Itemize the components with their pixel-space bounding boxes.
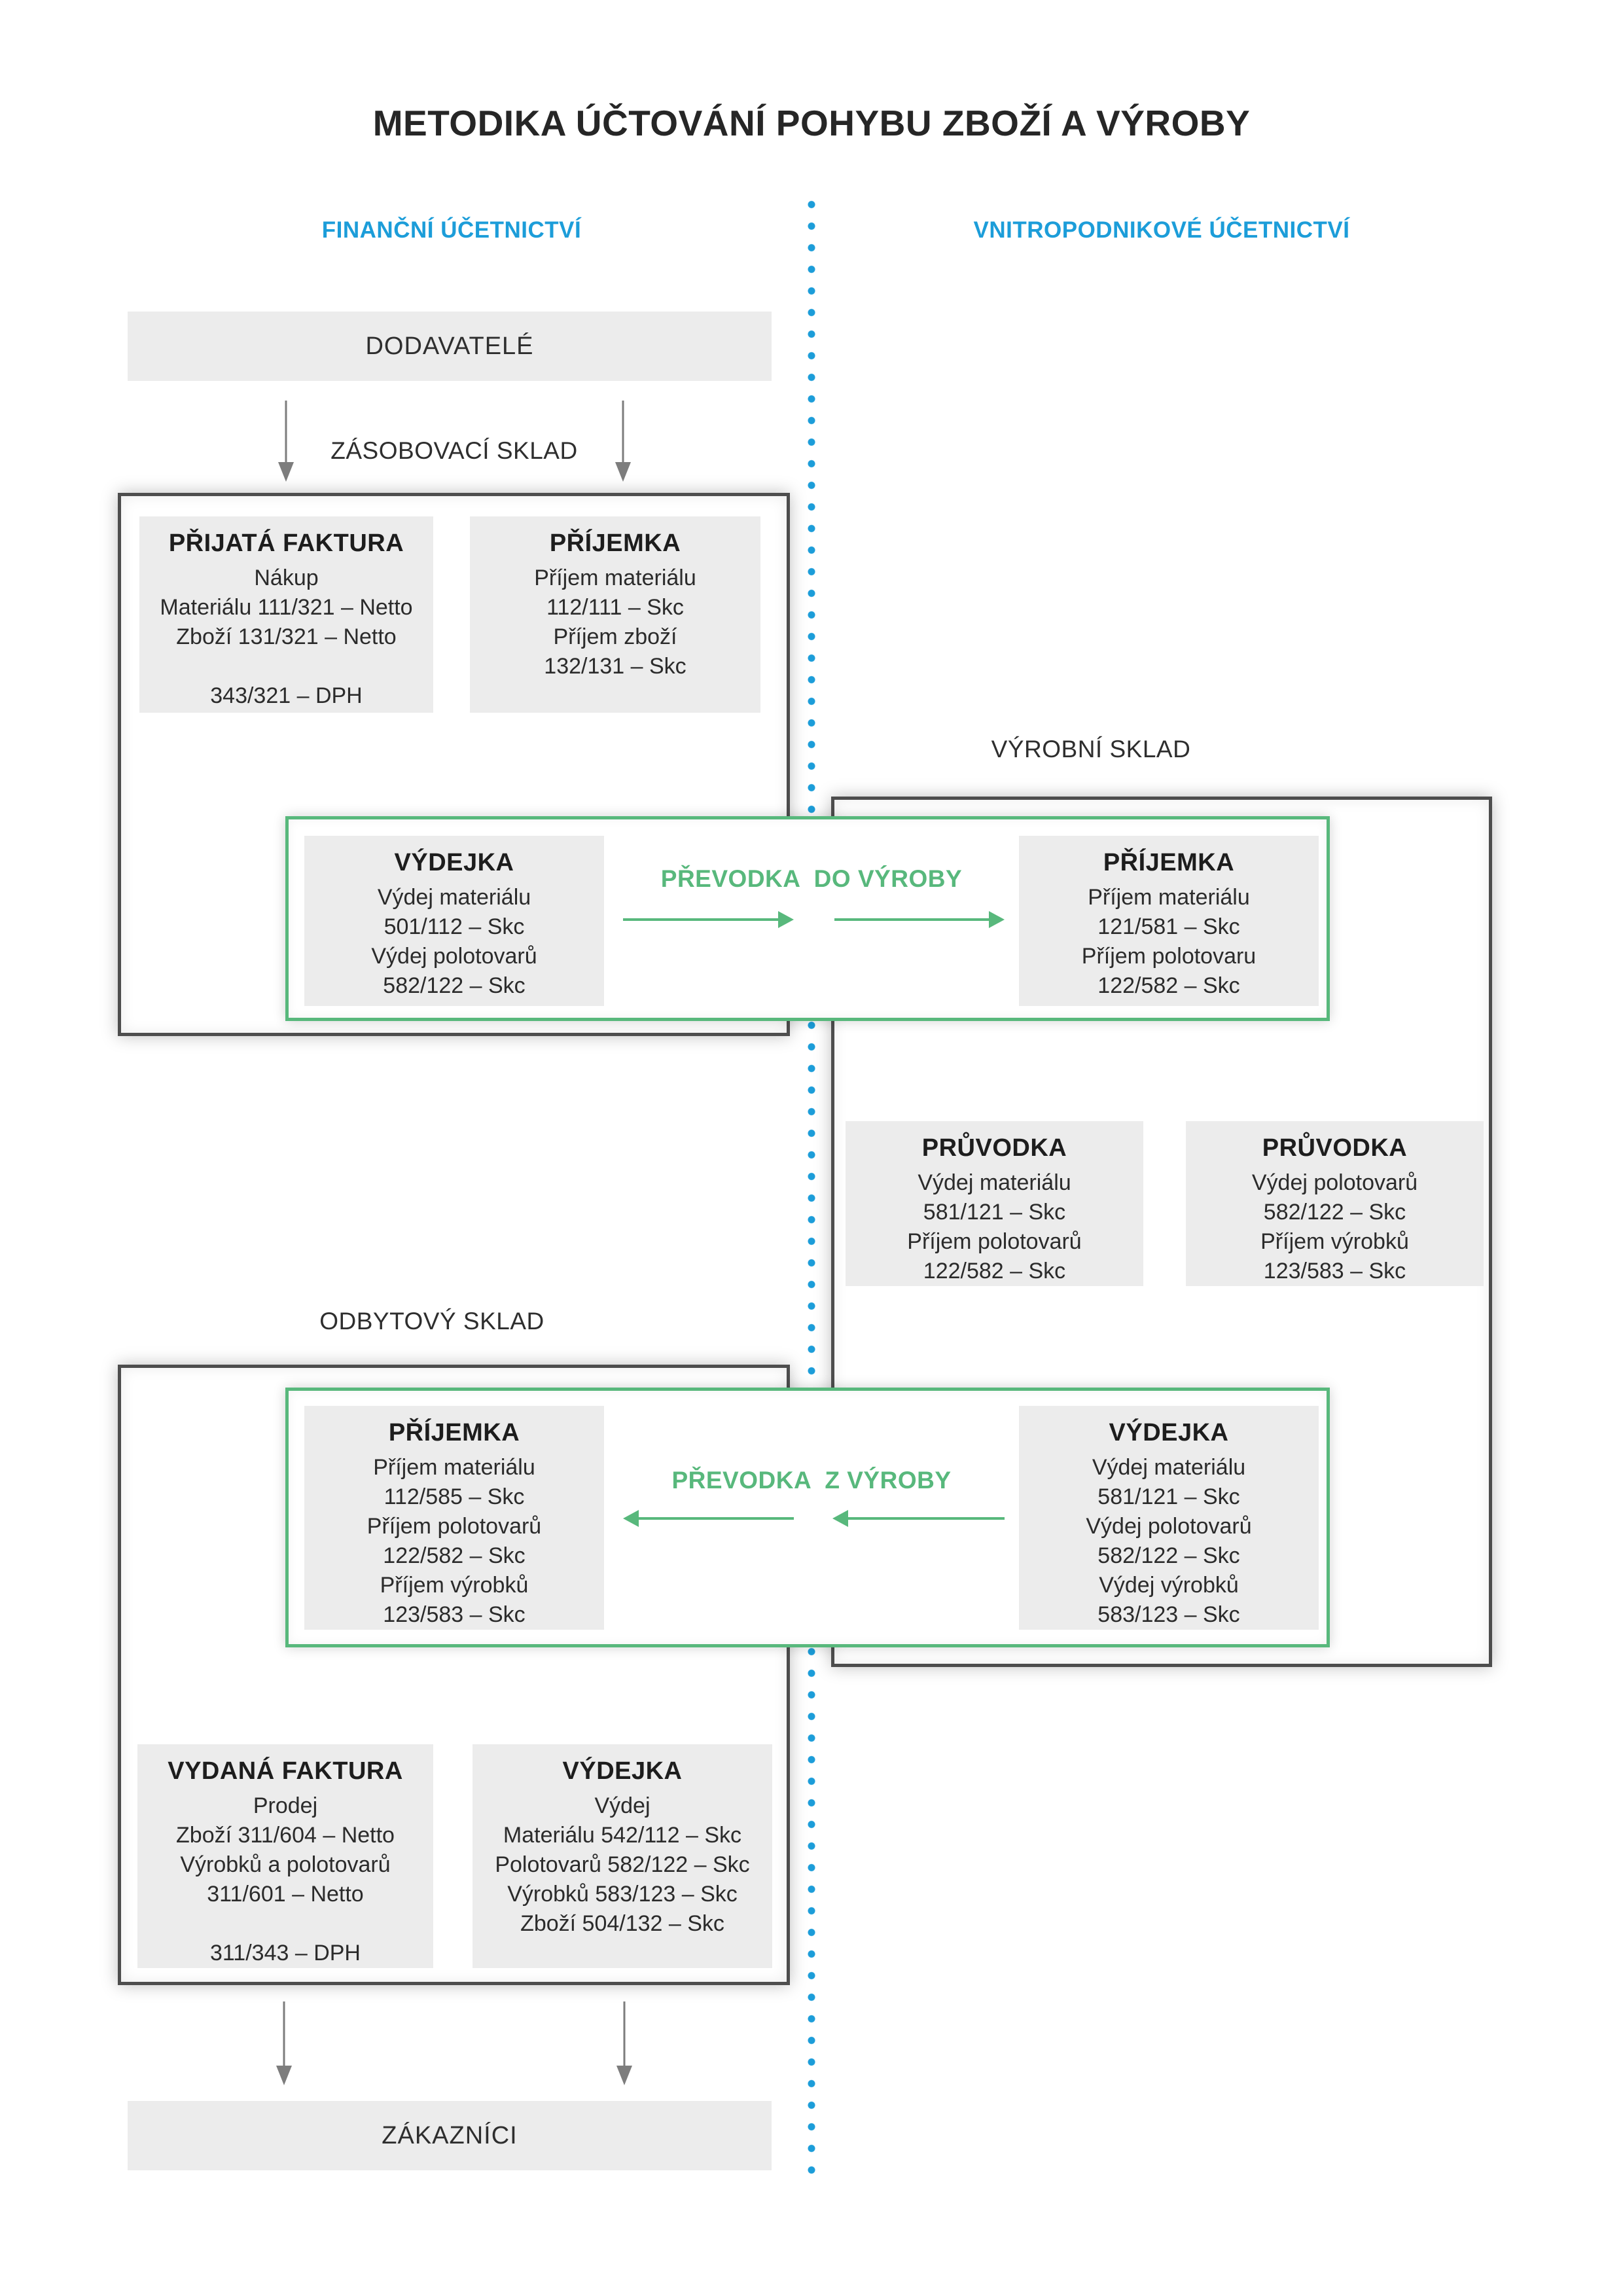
card-line: Zboží 131/321 – Netto xyxy=(176,624,397,649)
card-title: VÝDEJKA xyxy=(562,1757,683,1785)
card-line: 582/122 – Skc xyxy=(1097,1543,1240,1568)
card-line: Nákup xyxy=(254,565,319,590)
card-line: 112/111 – Skc xyxy=(546,595,684,620)
card-line: 581/121 – Skc xyxy=(1097,1484,1240,1509)
left-arrow-icon xyxy=(623,1510,794,1527)
card-line: Příjem polotovaru xyxy=(1081,944,1257,969)
card-line: 582/122 – Skc xyxy=(383,973,526,998)
card-line: 311/343 – DPH xyxy=(210,1941,361,1965)
card-line: Materiálu 542/112 – Skc xyxy=(503,1823,742,1848)
column-header-financni: FINANČNÍ ÚČETNICTVÍ xyxy=(321,217,582,243)
card-line: Výdej xyxy=(594,1793,651,1818)
card-line xyxy=(139,652,433,681)
card-line: Příjem zboží xyxy=(553,624,677,649)
card-title: VYDANÁ FAKTURA xyxy=(168,1757,403,1785)
card-title: PŘIJATÁ FAKTURA xyxy=(168,529,404,557)
column-header-vnitropodnikove: VNITROPODNIKOVÉ ÚČETNICTVÍ xyxy=(973,217,1350,243)
card-line: 582/122 – Skc xyxy=(1263,1200,1406,1225)
card-line: 122/582 – Skc xyxy=(383,1543,526,1568)
card-line: Příjem výrobků xyxy=(380,1573,529,1598)
card-line: 583/123 – Skc xyxy=(1097,1602,1240,1627)
node-dodavatele-label: DODAVATELÉ xyxy=(365,332,534,360)
section-label-odbytovy-sklad: ODBYTOVÝ SKLAD xyxy=(319,1308,544,1335)
card-line: 132/131 – Skc xyxy=(544,654,687,679)
node-dodavatele: DODAVATELÉ xyxy=(128,312,772,381)
node-zakaznici: ZÁKAZNÍCI xyxy=(128,2101,772,2170)
card-line: 121/581 – Skc xyxy=(1097,914,1240,939)
card-line: Výrobků a polotovarů xyxy=(180,1852,391,1877)
right-arrow-icon xyxy=(834,911,1005,928)
card-line: Polotovarů 582/122 – Skc xyxy=(495,1852,750,1877)
card-line: 112/585 – Skc xyxy=(383,1484,525,1509)
card-title: VÝDEJKA xyxy=(1109,1419,1229,1446)
card-title: PŘÍJEMKA xyxy=(1103,849,1235,876)
card-title: VÝDEJKA xyxy=(394,849,514,876)
card-line: Výdej polotovarů xyxy=(371,944,537,969)
card-line: 123/583 – Skc xyxy=(383,1602,526,1627)
transfer-label-do-vyroby: PŘEVODKA DO VÝROBY xyxy=(660,865,963,892)
card-line: Zboží 311/604 – Netto xyxy=(176,1823,395,1848)
card-line: Příjem polotovarů xyxy=(366,1514,542,1539)
card-line: Příjem materiálu xyxy=(1088,885,1250,910)
card-title: PRŮVODKA xyxy=(921,1134,1067,1162)
page-title: METODIKA ÚČTOVÁNÍ POHYBU ZBOŽÍ A VÝROBY xyxy=(372,103,1251,143)
card-line: 123/583 – Skc xyxy=(1263,1259,1406,1283)
section-label-zasobovaci-sklad: ZÁSOBOVACÍ SKLAD xyxy=(330,437,578,464)
card-line: Výdej polotovarů xyxy=(1086,1514,1252,1539)
card-line: Výdej výrobků xyxy=(1099,1573,1239,1598)
card-line: Výrobků 583/123 – Skc xyxy=(507,1882,738,1907)
card-line: Příjem polotovarů xyxy=(907,1229,1082,1254)
dotted-divider-line xyxy=(807,194,816,2179)
node-zakaznici-label: ZÁKAZNÍCI xyxy=(382,2121,518,2149)
section-label-vyrobni-sklad: VÝROBNÍ SKLAD xyxy=(991,736,1191,762)
right-arrow-icon xyxy=(623,911,794,928)
card-line: 311/601 – Netto xyxy=(207,1882,364,1907)
card-line xyxy=(137,1909,433,1939)
card-line: Výdej materiálu xyxy=(377,885,531,910)
card-title: PRŮVODKA xyxy=(1262,1134,1408,1162)
card-line: Příjem výrobků xyxy=(1260,1229,1409,1254)
transfer-label-z-vyroby: PŘEVODKA Z VÝROBY xyxy=(671,1467,952,1494)
card-line: 581/121 – Skc xyxy=(923,1200,1066,1225)
card-line: Výdej materiálu xyxy=(1092,1455,1246,1480)
card-title: PŘÍJEMKA xyxy=(388,1419,520,1446)
down-arrow-icon xyxy=(616,2001,633,2085)
left-arrow-icon xyxy=(832,1510,1005,1527)
card-line: Výdej materiálu xyxy=(918,1170,1071,1195)
card-line: Příjem materiálu xyxy=(373,1455,535,1480)
card-line: Výdej polotovarů xyxy=(1251,1170,1418,1195)
down-arrow-icon xyxy=(276,2001,293,2085)
card-line: 122/582 – Skc xyxy=(923,1259,1066,1283)
card-line: Zboží 504/132 – Skc xyxy=(520,1911,724,1936)
card-line: Prodej xyxy=(253,1793,318,1818)
card-line: 122/582 – Skc xyxy=(1097,973,1240,998)
card-line: Materiálu 111/321 – Netto xyxy=(160,595,413,620)
card-line: 343/321 – DPH xyxy=(210,683,363,708)
card-line: 501/112 – Skc xyxy=(383,914,525,939)
card-title: PŘÍJEMKA xyxy=(549,529,681,557)
card-line: Příjem materiálu xyxy=(534,565,696,590)
